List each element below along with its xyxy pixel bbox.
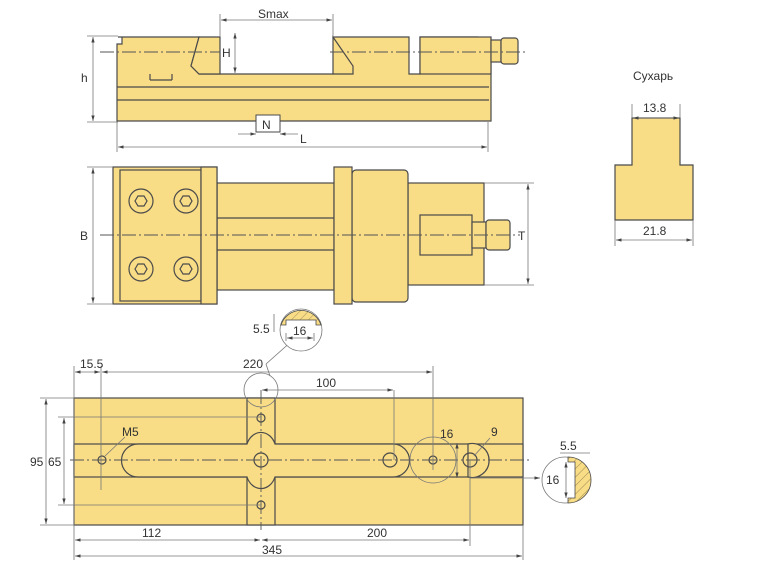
bottom-view: 15.5 220 100 M5 16 9 95 65 112 200 345 1… — [30, 308, 592, 560]
jaw-title: Сухарь — [633, 69, 673, 83]
dim-9: 9 — [491, 425, 498, 439]
l-label: L — [300, 132, 307, 146]
detail-right-depth: 5.5 — [560, 439, 577, 453]
detail-top-width: 16 — [293, 324, 307, 338]
h-small-label: H — [222, 46, 231, 60]
dim-200: 200 — [367, 526, 387, 540]
dim-100: 100 — [316, 376, 336, 390]
jaw-insert: Сухарь 13.8 21.8 — [614, 69, 694, 246]
dim-220: 220 — [243, 357, 263, 371]
front-view: Smax H h N L — [81, 7, 525, 152]
top-view: B T — [80, 166, 534, 305]
jaw-top-width: 13.8 — [643, 101, 667, 115]
dim-345: 345 — [262, 543, 282, 557]
t-label: T — [518, 229, 526, 243]
detail-top-depth: 5.5 — [253, 322, 270, 336]
b-label: B — [80, 229, 88, 243]
dim-16-hole: 16 — [440, 427, 454, 441]
dim-112: 112 — [142, 526, 161, 540]
dim-65: 65 — [48, 455, 62, 469]
jaw-bottom-width: 21.8 — [643, 224, 667, 238]
dim-15-5: 15.5 — [80, 357, 104, 371]
n-label: N — [262, 118, 271, 132]
bolt-heads — [128, 188, 199, 282]
h-total-label: h — [81, 71, 88, 85]
thread-m5: M5 — [122, 425, 139, 439]
dim-95: 95 — [30, 455, 44, 469]
detail-right-width: 16 — [546, 473, 560, 487]
smax-label: Smax — [258, 7, 289, 21]
